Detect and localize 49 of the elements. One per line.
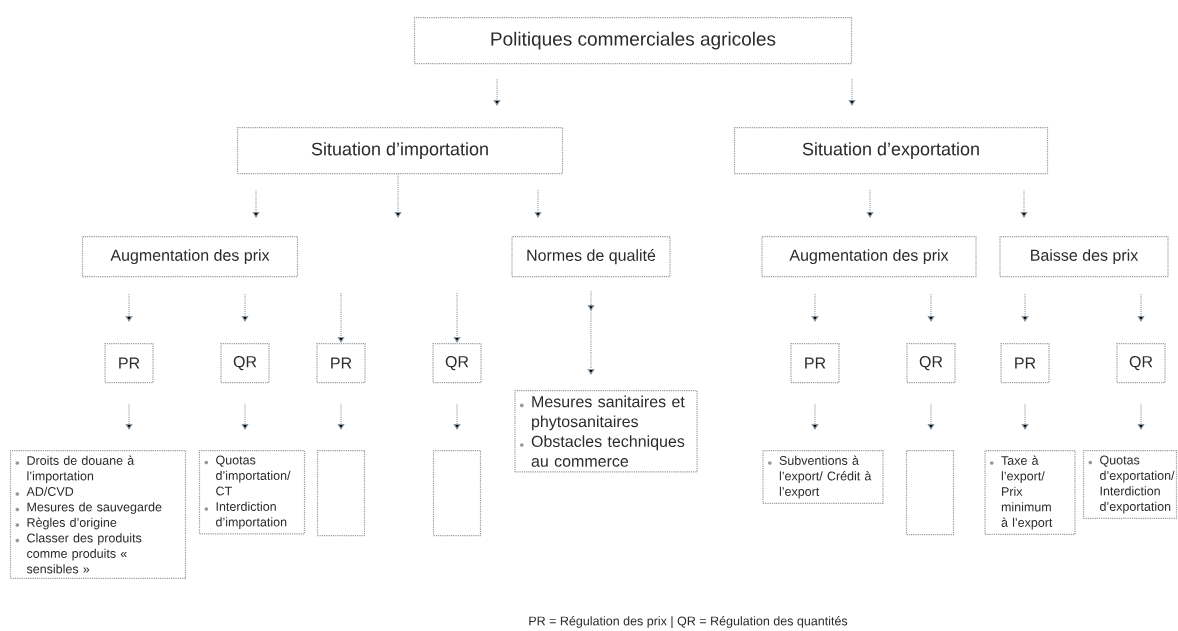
label-box: PR <box>316 343 366 384</box>
arrow <box>1021 403 1029 430</box>
arrow <box>241 403 249 430</box>
bullet-list-box: Quotas d’exportation/Interdiction d’exportation <box>1082 450 1178 519</box>
arrow <box>927 403 935 430</box>
label-box: Politiques commerciales agricoles <box>413 17 853 65</box>
label-box: PR <box>104 343 154 384</box>
label-box: QR <box>906 343 956 384</box>
arrow <box>866 189 874 218</box>
bullet-list-box: Subventions à l’export/ Crédit à l’export <box>762 450 884 504</box>
label-box: PR <box>1000 343 1050 384</box>
arrow <box>453 292 461 343</box>
arrow <box>394 173 402 218</box>
legend-note: PR = Régulation des prix | QR = Régulation des quantités <box>529 616 848 628</box>
arrow <box>927 293 935 322</box>
bullet-list-box: Taxe à l’export/ Prix minimum à l’export <box>984 450 1076 535</box>
label-box: Situation d’importation <box>236 127 564 175</box>
label-box: QR <box>432 343 482 384</box>
label-box: PR <box>790 343 840 384</box>
arrow <box>337 292 345 343</box>
arrow <box>1137 403 1145 430</box>
bullet-list-box: Mesures sanitaires et phytosanitaires Obstacles techniques au commerce <box>514 390 698 473</box>
label-box: Situation d’exportation <box>733 127 1049 175</box>
arrow <box>1020 189 1028 218</box>
arrow <box>125 293 133 322</box>
arrow <box>337 403 345 430</box>
label-box: QR <box>220 343 270 384</box>
empty-box <box>905 450 955 536</box>
label-box: Baisse des prix <box>999 236 1169 278</box>
label-box: QR <box>1116 343 1166 384</box>
arrow <box>811 293 819 322</box>
bullet-list-box: Quotas d’importation/CT Interdiction d’importation <box>198 450 306 535</box>
arrow <box>252 189 260 218</box>
arrow <box>125 403 133 430</box>
arrow <box>1137 293 1145 322</box>
arrow <box>848 78 856 106</box>
arrow <box>811 403 819 430</box>
label-box: Augmentation des prix <box>761 236 977 278</box>
empty-box <box>432 450 482 537</box>
label-box: Normes de qualité <box>511 236 671 278</box>
arrow <box>241 293 249 322</box>
arrow <box>493 78 501 106</box>
label-box: Augmentation des prix <box>81 236 299 278</box>
arrow <box>587 290 595 375</box>
bullet-list-box: Droits de douane à l’importation AD/CVD Mesures de sauvegarde Règles d’origine Classer des produits comme produits « sensibles » <box>9 450 187 579</box>
arrow <box>453 403 461 430</box>
arrow <box>534 189 542 218</box>
arrow <box>1021 293 1029 322</box>
empty-box <box>316 450 366 537</box>
